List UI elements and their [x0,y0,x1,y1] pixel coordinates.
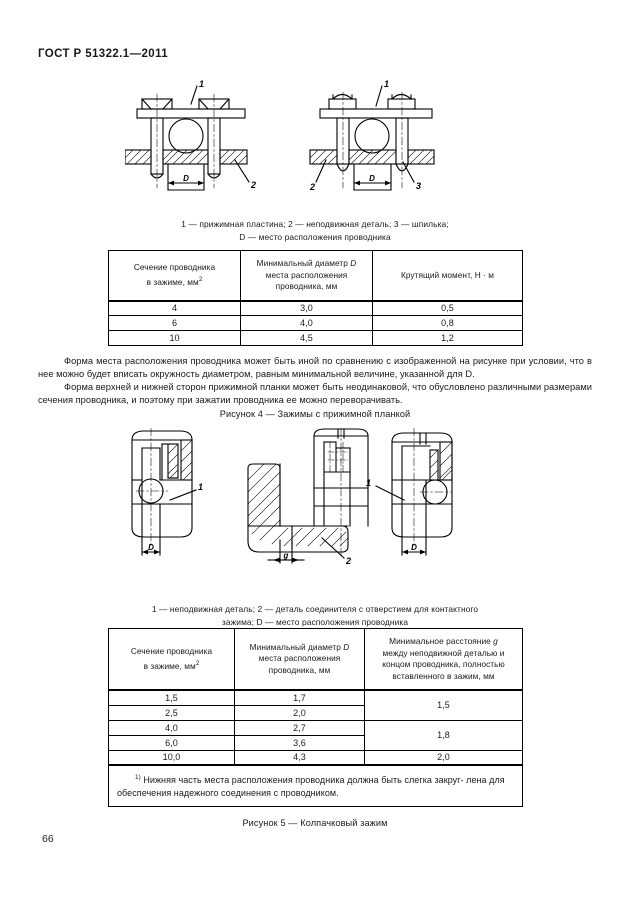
figure-4-legend-line2: D — место расположения проводника [239,231,391,242]
figure-4-drawing: 1 [0,78,630,210]
cell-section: 2,5 [108,704,235,721]
dimension-d-left: D [183,174,189,183]
paragraph-2: Форма верхней и нижней сторон прижимной … [38,382,592,406]
cell-section: 10,0 [108,749,235,766]
cell-section: 6 [108,315,241,331]
callout-2-left: 2 [250,180,256,190]
figure-5-legend-line2: зажима; D — место расположения проводник… [221,616,409,627]
cell-torque: 0,8 [372,315,523,331]
cell-section: 4 [108,300,241,316]
table-row-header: Сечение проводника в зажиме, мм2 Минимал… [108,250,523,302]
table-row: 4,0 2,7 1,8 [108,719,523,751]
col-header-torque: Крутящий момент, Н · м [372,250,523,302]
footnote-line1: Нижняя часть места расположения проводни… [143,775,464,785]
figure-5-svg: 1 D [131,428,453,566]
footnote-marker: 1) [135,774,141,781]
col-header-diameter: Минимальный диаметр D места расположения… [240,250,373,302]
cell-torque: 1,2 [372,330,523,346]
standard-designation: ГОСТ Р 51322.1—2011 [38,48,169,60]
dimension-g-fig5: g [283,551,289,560]
callout-2-right: 2 [309,182,315,192]
callout-1-right: 1 [384,79,389,89]
cell-diameter: 4,3 [234,749,365,766]
callout-3-right: 3 [416,181,421,191]
table-row: 4 3,0 0,5 [108,300,523,316]
cell-diameter: 4,0 [240,315,373,331]
col-header-section: Сечение проводника в зажиме, мм2 [108,250,241,302]
leader-line [321,537,345,559]
cell-distance: 1,8 [364,719,523,751]
table-row: 10,0 4,3 2,0 [108,749,523,766]
table-row-note: 1) Нижняя часть места расположения прово… [108,764,523,807]
figure-4-caption: Рисунок 4 — Зажимы с прижимной планкой [219,409,411,419]
col-header-distance: Минимальное расстояние g между неподвижн… [364,628,523,691]
callout-1-left: 1 [199,79,204,89]
cell-distance: 2,0 [364,749,523,766]
col-header-diameter: Минимальный диаметр D места расположения… [234,628,365,691]
callout-2-fig5: 2 [345,556,351,566]
leader-line [402,161,415,183]
dimension-d-fig5-right: D [411,543,417,552]
cell-diameter: 2,7 [234,719,365,736]
cell-section: 1,5 [108,689,235,706]
figure-4-legend: 1 — прижимная пластина; 2 — неподвижная … [60,218,570,243]
cell-diameter: 3,0 [240,300,373,316]
cell-diameter: 4,5 [240,330,373,346]
table-row-header: Сечение проводника в зажиме, мм2 Минимал… [108,628,523,691]
table-cap-clamp: Сечение проводника в зажиме, мм2 Минимал… [108,628,523,807]
figure-5-legend: 1 — неподвижная деталь; 2 — деталь соеди… [60,603,570,628]
leader-line [375,85,383,107]
figure-5-drawing: 1 D [0,428,630,596]
leader-line [169,489,197,501]
cell-section: 4,0 [108,719,235,736]
cell-diameter: 1,7 [234,689,365,706]
figure-4-svg: 1 [125,79,435,192]
leader-line [234,159,250,183]
page-number: 66 [42,833,54,845]
dimension-d-right: D [369,174,375,183]
table-row: 1,5 1,7 1,5 [108,689,523,721]
body-paragraphs: Форма места расположения проводника може… [38,355,592,407]
cell-torque: 0,5 [372,300,523,316]
callout-1-fig5-right: 1 [366,478,371,488]
cell-diameter: 3,6 [234,734,365,751]
leader-line [375,485,405,501]
leader-line [315,159,327,183]
footnote-line2: лена для обеспечения надежного соединени… [117,775,505,798]
table-footnote: 1) Нижняя часть места расположения прово… [108,764,523,807]
dimension-d-fig5-left: D [148,543,154,552]
leader-line [190,85,198,105]
figure-5-legend-line1: 1 — неподвижная деталь; 2 — деталь соеди… [151,604,479,614]
figure-4-legend-line1: 1 — прижимная пластина; 2 — неподвижная … [181,219,449,229]
cell-section: 10 [108,330,241,346]
table-clamp-plate: Сечение проводника в зажиме, мм2 Минимал… [108,250,523,346]
cell-diameter: 2,0 [234,704,365,721]
cell-section: 6,0 [108,734,235,751]
figure-5-caption: Рисунок 5 — Колпачковый зажим [242,818,388,828]
col-header-section: Сечение проводника в зажиме, мм2 [108,628,235,691]
table-row: 6 4,0 0,8 [108,315,523,331]
cell-distance: 1,5 [364,689,523,721]
paragraph-1: Форма места расположения проводника може… [38,356,592,380]
callout-1-fig5-left: 1 [198,482,203,492]
table-row: 10 4,5 1,2 [108,330,523,346]
